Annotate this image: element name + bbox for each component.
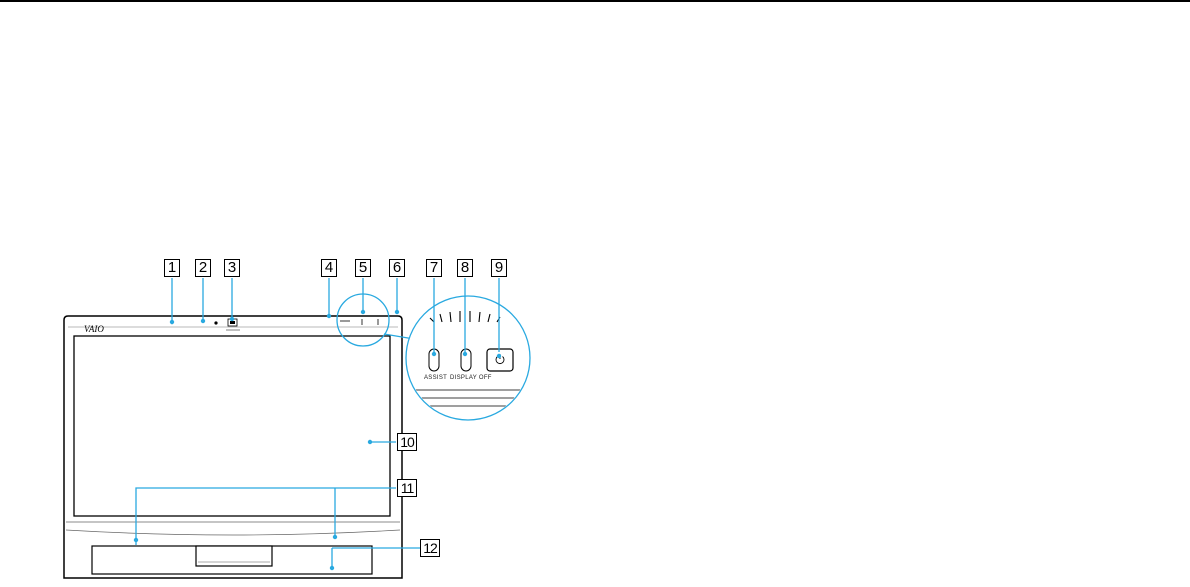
vaio-logo: VAIO xyxy=(84,324,104,334)
callout-1: 1 xyxy=(164,259,180,277)
power-button xyxy=(487,349,513,371)
callout-9: 9 xyxy=(491,259,507,277)
callout-6: 6 xyxy=(389,259,405,277)
assist-button-label: ASSIST xyxy=(424,375,447,381)
callout-3: 3 xyxy=(224,259,240,277)
display-screen xyxy=(74,336,390,516)
callout-4: 4 xyxy=(321,259,337,277)
callout-12: 12 xyxy=(420,539,440,557)
display-off-button-label: DISPLAY OFF xyxy=(450,375,492,381)
callout-10: 10 xyxy=(397,433,417,451)
sensor-dot-2 xyxy=(214,321,217,324)
callout-7: 7 xyxy=(426,259,442,277)
callout-5: 5 xyxy=(355,259,371,277)
stand-neck xyxy=(196,546,272,566)
callout-11: 11 xyxy=(397,479,417,497)
callout-2: 2 xyxy=(195,259,211,277)
callout-8: 8 xyxy=(457,259,473,277)
